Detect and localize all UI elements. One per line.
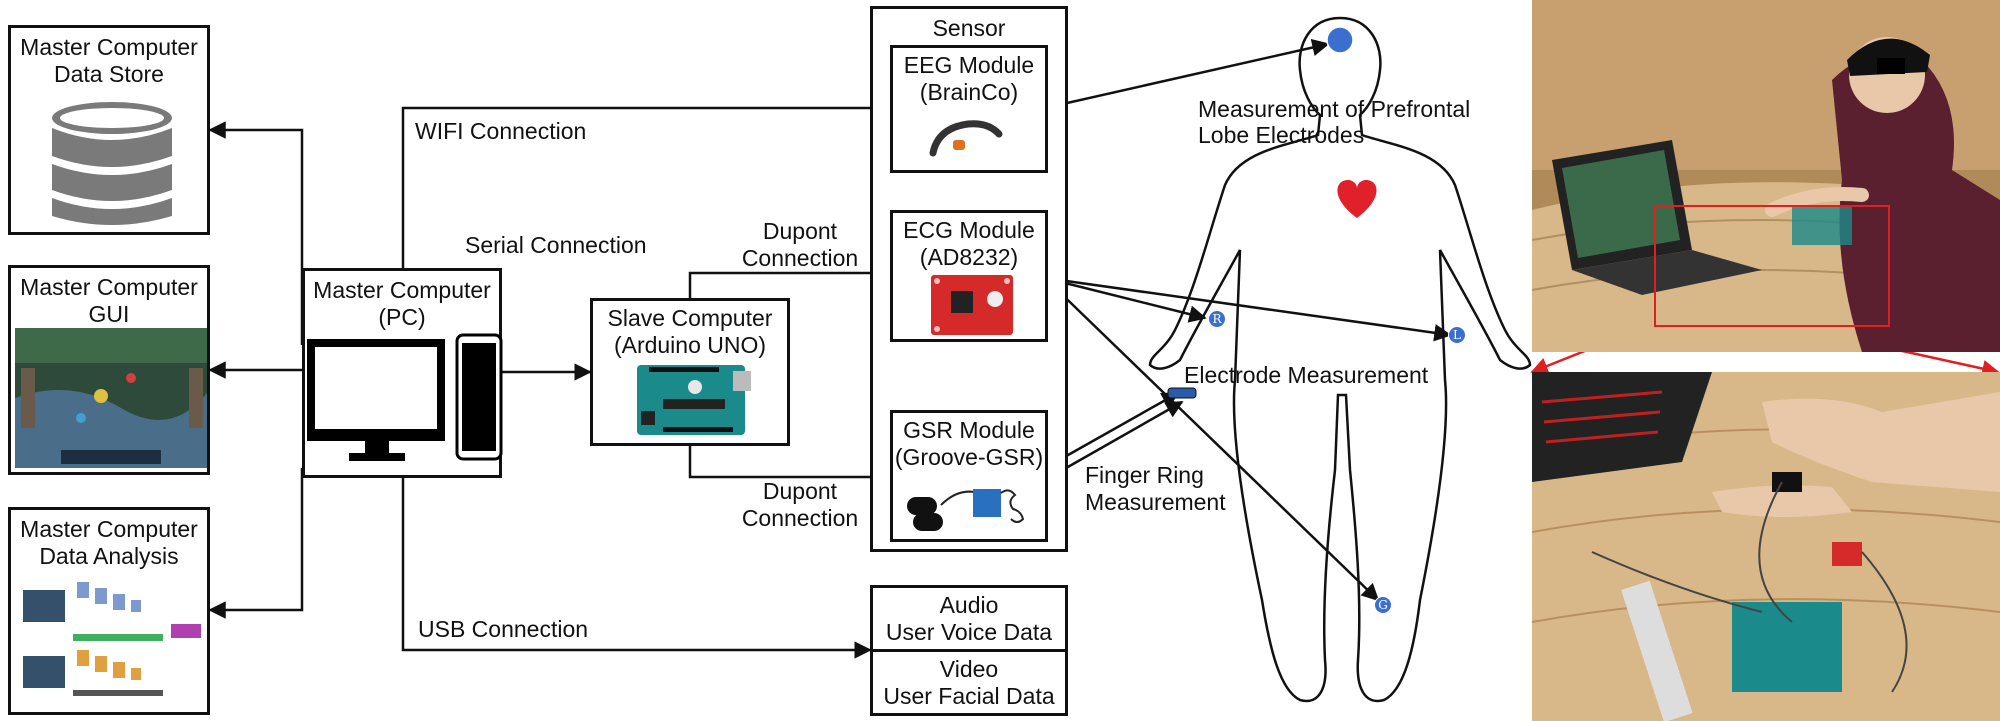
video-box: Video User Facial Data [870,649,1068,716]
eeg-title-line2: (BrainCo) [919,79,1019,105]
audio-title-line2: User Voice Data [885,619,1053,645]
pc-title-line1: Master Computer [313,277,491,303]
serial-connection-label: Serial Connection [465,232,647,258]
data-store-title-line1: Master Computer [20,34,198,60]
electrode-measurement-label: Electrode Measurement [1184,362,1429,388]
slave-title-line2: (Arduino UNO) [613,332,767,358]
data-store-title-line2: Data Store [54,61,164,87]
eeg-module-box: EEG Module (BrainCo) [890,45,1048,173]
master-data-analysis-box: Master Computer Data Analysis [8,507,210,715]
slave-title-line1: Slave Computer [607,305,773,331]
experiment-photo-bottom [1532,372,2000,721]
dupont-top-label-line2: Connection [741,245,859,271]
audio-title-line1: Audio [939,592,999,618]
game-screenshot-image [15,328,207,468]
gui-title-line1: Master Computer [20,274,198,300]
sensor-title: Sensor [932,15,1006,41]
prefrontal-label-line1: Measurement of Prefrontal [1198,96,1471,122]
gsr-sensor-icon [907,489,1025,531]
electrode-marker-r: R [1208,310,1226,328]
pc-title-line2: (PC) [378,304,426,330]
prefrontal-label-line2: Lobe Electrodes [1198,122,1365,148]
network-architecture-image [23,582,201,696]
dupont-top-label-line1: Dupont [762,218,838,244]
ecg-title-line2: (AD8232) [919,244,1019,270]
gsr-title-line2: (Groove-GSR) [894,444,1044,470]
master-data-store-box: Master Computer Data Store [8,25,210,235]
analysis-title-line1: Master Computer [20,516,198,542]
dupont-bottom-label-line2: Connection [741,505,859,531]
electrode-marker-g: G [1374,596,1392,614]
finger-ring-label-line1: Finger Ring [1085,462,1204,488]
finger-ring-label-line2: Measurement [1085,489,1226,515]
audio-box: Audio User Voice Data [870,585,1068,652]
experiment-photo-top [1532,0,2000,352]
ecg-board-icon [931,275,1013,335]
electrode-marker-l: L [1448,326,1466,344]
pc-icon [307,333,503,461]
eeg-headband-icon [929,120,1003,157]
wifi-connection-label: WIFI Connection [415,118,587,144]
video-title-line1: Video [939,656,999,682]
usb-connection-label: USB Connection [418,616,589,642]
highlight-box [1654,205,1890,327]
master-gui-box: Master Computer GUI [8,265,210,475]
dupont-bottom-label-line1: Dupont [762,478,838,504]
master-pc-box: Master Computer (PC) [302,268,503,478]
gui-title-line2: GUI [88,301,130,327]
gsr-title-line1: GSR Module [903,417,1035,443]
arduino-board-icon [637,365,751,435]
slave-computer-box: Slave Computer (Arduino UNO) [590,298,790,446]
database-icon [52,102,172,225]
eeg-title-line1: EEG Module [903,52,1035,78]
ecg-module-box: ECG Module (AD8232) [890,210,1048,342]
analysis-title-line2: Data Analysis [39,543,179,569]
ecg-title-line1: ECG Module [903,217,1035,243]
gsr-module-box: GSR Module (Groove-GSR) [890,410,1048,542]
video-title-line2: User Facial Data [883,683,1055,709]
